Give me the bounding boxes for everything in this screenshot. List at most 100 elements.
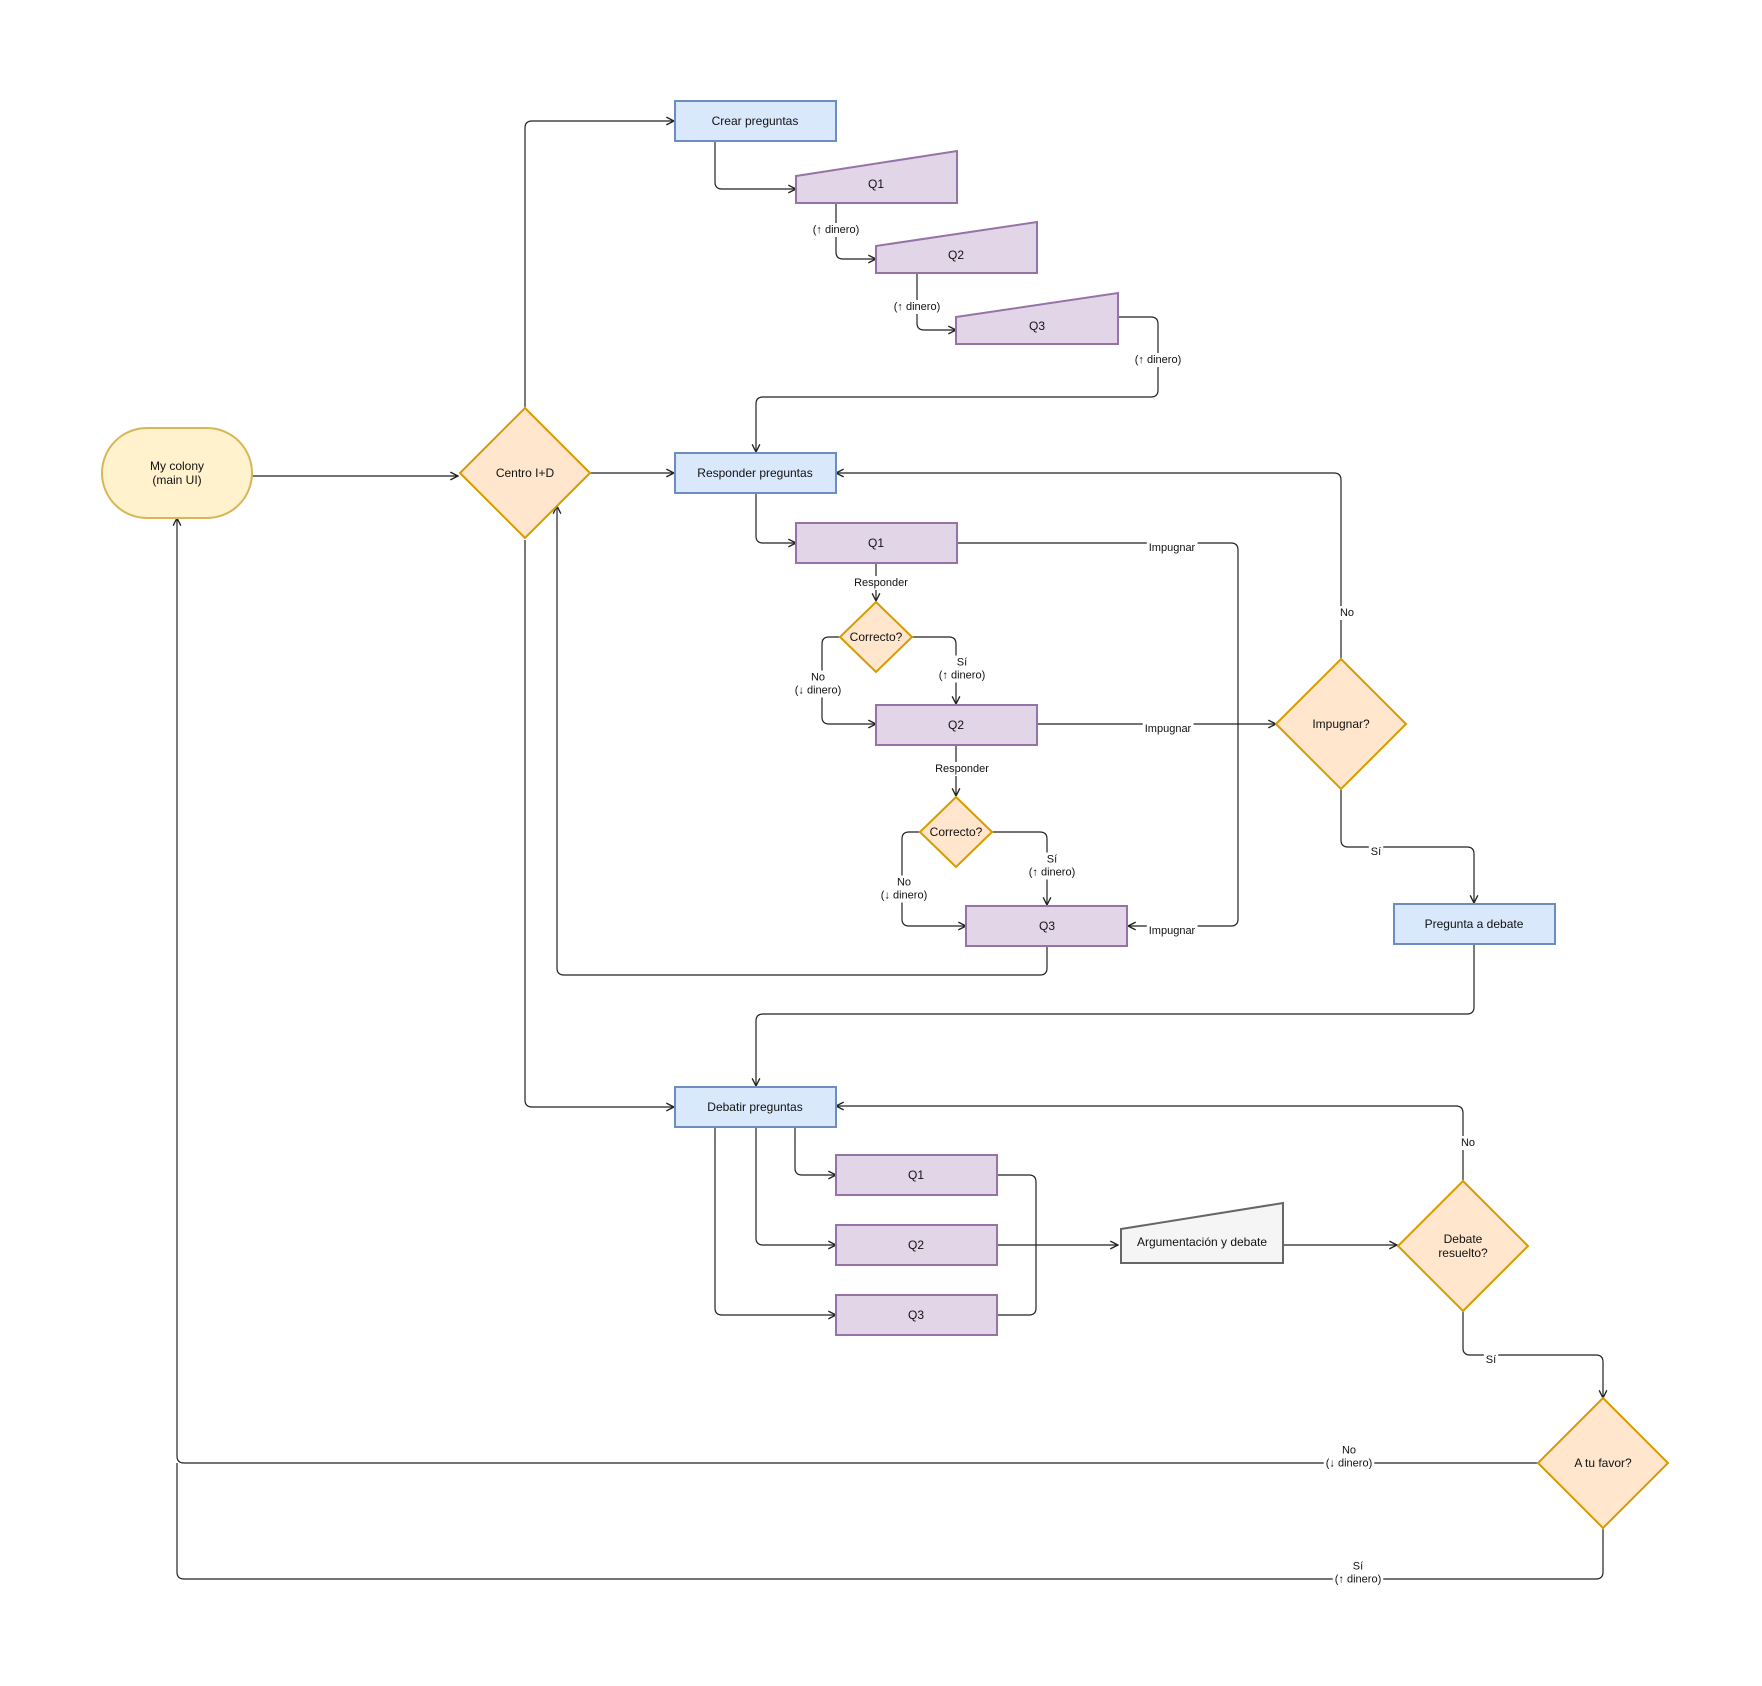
crear-q2-node[interactable] [875, 220, 1038, 274]
text-line: Q2 [948, 718, 964, 732]
centro-decision[interactable] [458, 406, 592, 540]
pregunta-a-debate-node[interactable] [1393, 903, 1556, 945]
text-line: (↑ dinero) [1029, 867, 1075, 879]
edge-label-impugnar-3: Impugnar [1149, 925, 1196, 937]
edge-label-responder-2: Responder [935, 763, 989, 775]
text-line: No [1461, 1137, 1475, 1149]
text-line: Responder [935, 763, 989, 775]
nodes: My colony(main UI) Centro I+D Crear preg… [101, 100, 1670, 1530]
text-line: Q1 [908, 1168, 924, 1182]
text-line: No [897, 877, 911, 889]
text-line: (↑ dinero) [939, 670, 985, 682]
debatir-q2-node[interactable] [835, 1224, 998, 1266]
edge-label-background [1337, 606, 1357, 620]
impugnar-decision[interactable] [1274, 657, 1408, 791]
text-line: Sí [1486, 1354, 1496, 1366]
text-line: Sí [957, 657, 967, 669]
debatir-q3-node[interactable] [835, 1294, 998, 1336]
edge-label-debate-si: Sí [1486, 1354, 1496, 1366]
text-line: (main UI) [152, 473, 201, 487]
edge-impugnar-no-responder [836, 473, 1342, 659]
debatir-preguntas-node[interactable] [674, 1086, 837, 1128]
edge-label-background [1146, 541, 1198, 555]
edge-label-background [936, 655, 988, 683]
impugnar-label: Impugnar? [1312, 717, 1370, 731]
text-line: Q1 [868, 177, 884, 191]
responder-q2-label: Q2 [948, 718, 964, 732]
debate-resuelto-decision[interactable] [1396, 1179, 1530, 1313]
correcto-1-decision[interactable] [838, 600, 914, 674]
a-tu-favor-decision[interactable] [1536, 1396, 1670, 1530]
text-line: Crear preguntas [712, 114, 799, 128]
edge-crear-cq1 [714, 141, 796, 189]
my-colony-node[interactable] [101, 427, 253, 519]
text-line: Responder preguntas [697, 466, 812, 480]
edge-cq1-cq2 [835, 203, 876, 259]
edge-centro-crear [524, 121, 674, 410]
edge-debatir-dq3 [714, 1127, 836, 1315]
text-line: (↑ dinero) [1135, 354, 1181, 366]
text-line: Impugnar? [1312, 717, 1370, 731]
edge-label-favor-no: No(↓ dinero) [1326, 1445, 1372, 1470]
edge-label-background [933, 762, 992, 776]
my-colony-label: My colony(main UI) [150, 459, 204, 487]
edge-labels: (↑ dinero) (↑ dinero) (↑ dinero) Respond… [792, 223, 1499, 1587]
edge-label-background [810, 223, 862, 237]
edge-debate-debatir [756, 944, 1475, 1086]
responder-preguntas-node[interactable] [674, 452, 837, 494]
text-line: Q2 [908, 1238, 924, 1252]
edge-centro-debatir [524, 540, 674, 1107]
responder-q1-node[interactable] [795, 522, 958, 564]
text-line: Sí [1371, 846, 1381, 858]
edge-label-background [1323, 1443, 1375, 1471]
edge-label-background [852, 576, 911, 590]
correcto-2-label: Correcto? [930, 825, 983, 839]
debatir-q1-node[interactable] [835, 1154, 998, 1196]
edge-favor-si-colony [176, 1463, 1604, 1580]
debatir-q3-label: Q3 [908, 1308, 924, 1322]
edge-resuelto-si-favor [1462, 1311, 1603, 1398]
crear-q3-node[interactable] [955, 291, 1119, 345]
text-line: No [811, 672, 825, 684]
text-line: Impugnar [1149, 542, 1196, 554]
edge-label-background [1132, 353, 1184, 367]
correcto-1-label: Correcto? [850, 630, 903, 644]
edge-label-impugnar-2: Impugnar [1145, 723, 1192, 735]
crear-q2-label: Q2 [948, 248, 964, 262]
text-line: Impugnar [1149, 925, 1196, 937]
edge-label-background [878, 875, 930, 903]
edge-cq2-cq3 [916, 273, 956, 330]
edge-label-si-1: Sí(↑ dinero) [939, 657, 985, 682]
argumentacion-label: Argumentación y debate [1137, 1235, 1267, 1249]
edge-label-background [1146, 924, 1198, 938]
edge-label-background [1483, 1353, 1499, 1367]
text-line: (↑ dinero) [894, 301, 940, 313]
edge-label-impugnar-no: No [1340, 607, 1354, 619]
text-line: Sí [1047, 854, 1057, 866]
text-line: Q2 [948, 248, 964, 262]
edge-label-si-2: Sí(↑ dinero) [1029, 854, 1075, 879]
text-line: Argumentación y debate [1137, 1235, 1267, 1249]
edge-label-mas-dinero-1: (↑ dinero) [813, 224, 859, 236]
edge-label-responder-1: Responder [854, 577, 908, 589]
centro-label: Centro I+D [496, 466, 555, 480]
edge-label-background [1458, 1136, 1478, 1150]
argumentacion-node[interactable] [1120, 1201, 1284, 1264]
edge-label-mas-dinero-3: (↑ dinero) [1135, 354, 1181, 366]
responder-q3-node[interactable] [965, 905, 1128, 947]
crear-preguntas-label: Crear preguntas [712, 114, 799, 128]
edge-label-no-2: No(↓ dinero) [881, 877, 927, 902]
responder-q1-label: Q1 [868, 536, 884, 550]
crear-q1-node[interactable] [795, 149, 958, 204]
edge-label-background [891, 300, 943, 314]
correcto-2-decision[interactable] [918, 795, 994, 869]
text-line: (↑ dinero) [1335, 1574, 1381, 1586]
edge-label-mas-dinero-2: (↑ dinero) [894, 301, 940, 313]
crear-preguntas-node[interactable] [674, 100, 837, 142]
debatir-preguntas-label: Debatir preguntas [707, 1100, 802, 1114]
edges [176, 121, 1604, 1580]
responder-q2-node[interactable] [875, 704, 1038, 746]
edge-label-no-1: No(↓ dinero) [795, 672, 841, 697]
